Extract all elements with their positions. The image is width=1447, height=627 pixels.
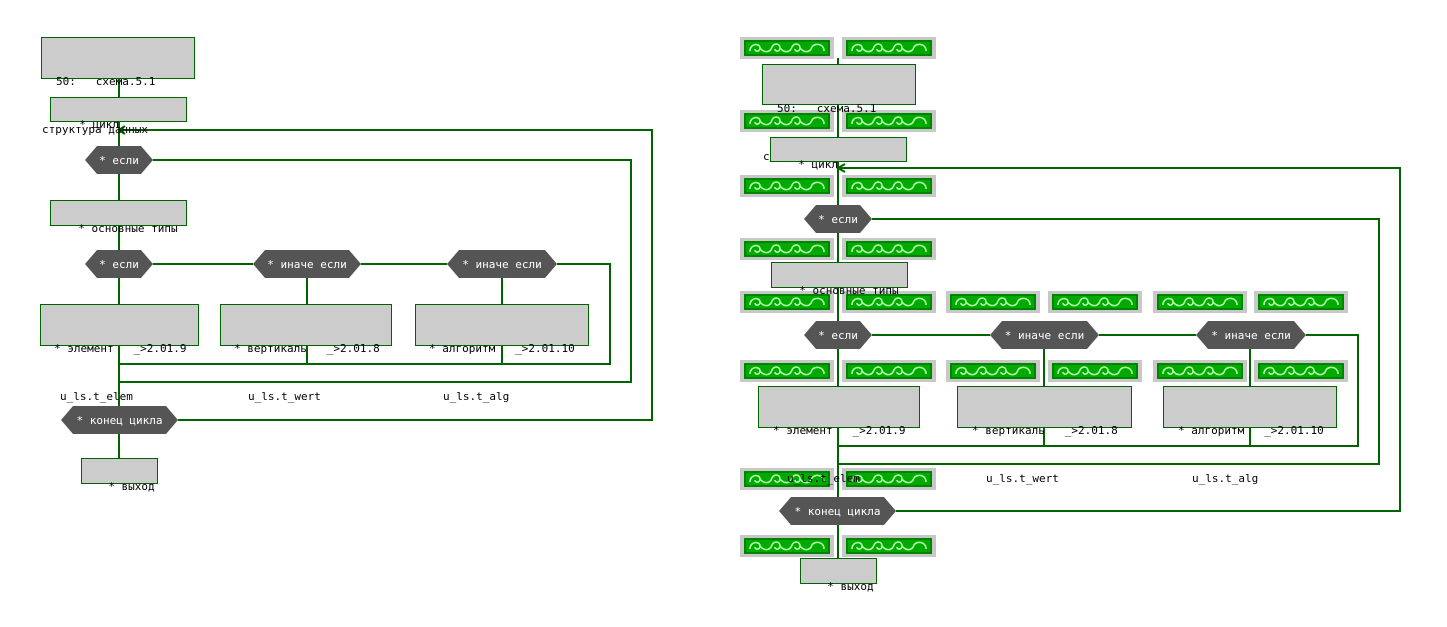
ornament-icon	[1153, 291, 1247, 313]
ornament-icon	[946, 291, 1040, 313]
inner-if-hex[interactable]: * если	[804, 321, 872, 349]
else-if-2-hex[interactable]: * иначе если	[1196, 321, 1306, 349]
ornament-icon	[740, 238, 834, 260]
exit-box[interactable]: * выход	[800, 558, 877, 593]
vertical-box[interactable]: * вертикаль _>2.01.8 u_ls.t_wert	[220, 304, 392, 403]
exit-box[interactable]: * выход	[81, 458, 158, 493]
basic-types-box[interactable]: * основные типы	[50, 200, 187, 235]
inner-if-hex[interactable]: * если	[85, 250, 153, 278]
algorithm-line2: u_ls.t_alg	[443, 390, 510, 403]
else-if-1-hex[interactable]: * иначе если	[253, 250, 361, 278]
ornament-icon	[1153, 360, 1247, 382]
if-label: * если	[99, 153, 139, 167]
algorithm-box[interactable]: * алгоритм _>2.01.10 u_ls.t_alg	[415, 304, 589, 403]
if-hex[interactable]: * если	[804, 205, 872, 233]
else-if-2-label: * иначе если	[462, 257, 542, 271]
exit-label: * выход	[108, 480, 155, 493]
element-line1: * элемент _>2.01.9	[54, 342, 187, 355]
ornament-icon	[740, 535, 834, 557]
else-if-1-hex[interactable]: * иначе если	[990, 321, 1099, 349]
ornament-icon	[1254, 291, 1348, 313]
element-box[interactable]: * элемент _>2.01.9 u_ls.t_elem	[40, 304, 199, 403]
header-line1: 50: схема.5.1	[777, 102, 877, 115]
else-if-2-hex[interactable]: * иначе если	[447, 250, 557, 278]
header-box[interactable]: 50: схема.5.1 структура данных	[41, 37, 195, 136]
else-if-1-label: * иначе если	[1004, 328, 1085, 342]
loop-box[interactable]: * цикл	[50, 97, 187, 131]
ornament-icon	[1048, 360, 1142, 382]
loop-end-hex[interactable]: * конец цикла	[61, 406, 178, 434]
inner-if-label: * если	[99, 257, 139, 271]
exit-label: * выход	[827, 580, 874, 593]
algorithm-line1: * алгоритм _>2.01.10	[1178, 424, 1324, 437]
element-box[interactable]: * элемент _>2.01.9 u_ls.t_elem	[758, 386, 920, 485]
loop-end-label: * конец цикла	[76, 413, 163, 427]
else-if-2-label: * иначе если	[1211, 328, 1291, 342]
ornament-icon	[946, 360, 1040, 382]
header-line2: структура данных	[42, 123, 148, 136]
vertical-line1: * вертикаль _>2.01.8	[234, 342, 380, 355]
inner-if-label: * если	[818, 328, 858, 342]
ornament-icon	[740, 37, 834, 59]
ornament-icon	[842, 535, 936, 557]
basic-types-label: * основные типы	[799, 284, 899, 297]
element-line1: * элемент _>2.01.9	[773, 424, 906, 437]
element-line2: u_ls.t_elem	[787, 472, 860, 485]
ornament-icon	[842, 37, 936, 59]
ornament-icon	[842, 238, 936, 260]
loop-end-hex[interactable]: * конец цикла	[779, 497, 896, 525]
if-hex[interactable]: * если	[85, 146, 153, 174]
basic-types-label: * основные типы	[78, 222, 178, 235]
algorithm-line1: * алгоритм _>2.01.10	[429, 342, 575, 355]
loop-box[interactable]: * цикл	[770, 137, 907, 171]
element-line2: u_ls.t_elem	[60, 390, 133, 403]
header-line1: 50: схема.5.1	[56, 75, 156, 88]
ornament-icon	[842, 360, 936, 382]
ornament-icon	[740, 360, 834, 382]
vertical-line1: * вертикаль _>2.01.8	[972, 424, 1118, 437]
basic-types-box[interactable]: * основные типы	[771, 262, 908, 297]
ornament-icon	[1048, 291, 1142, 313]
loop-label: * цикл	[79, 118, 119, 131]
algorithm-box[interactable]: * алгоритм _>2.01.10 u_ls.t_alg	[1163, 386, 1337, 485]
loop-end-label: * конец цикла	[794, 504, 881, 518]
ornament-icon	[1254, 360, 1348, 382]
vertical-line2: u_ls.t_wert	[986, 472, 1059, 485]
vertical-line2: u_ls.t_wert	[248, 390, 321, 403]
loop-label: * цикл	[798, 158, 838, 171]
if-label: * если	[818, 212, 858, 226]
vertical-box[interactable]: * вертикаль _>2.01.8 u_ls.t_wert	[957, 386, 1132, 485]
algorithm-line2: u_ls.t_alg	[1192, 472, 1259, 485]
header-box[interactable]: 50: схема.5.1 структура данных	[762, 64, 916, 163]
else-if-1-label: * иначе если	[267, 257, 347, 271]
